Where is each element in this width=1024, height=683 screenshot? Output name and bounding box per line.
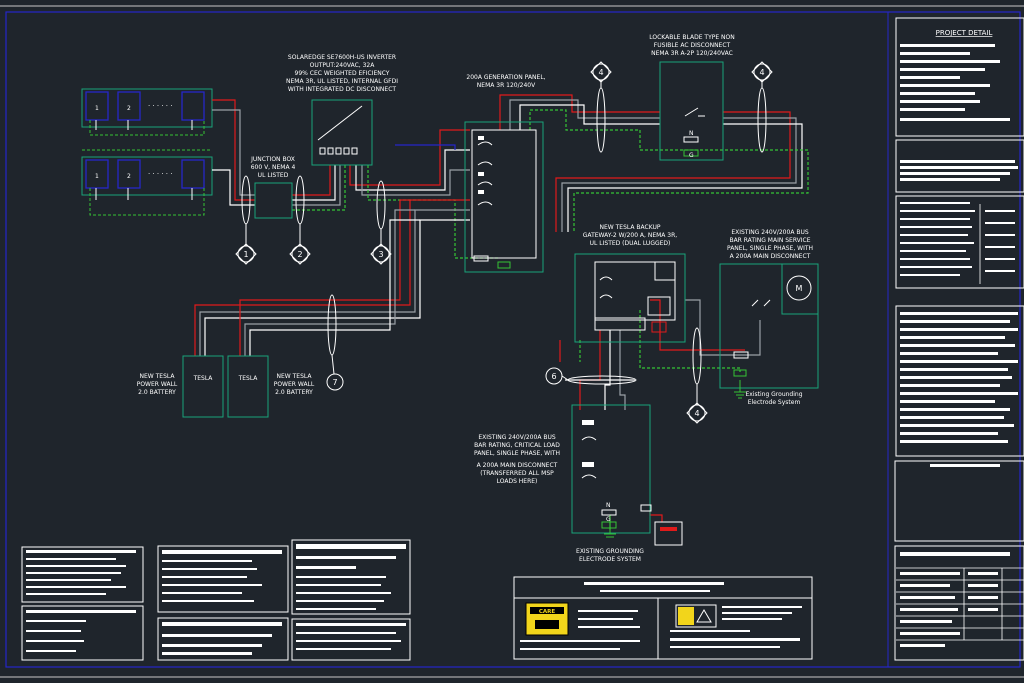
junction-box (254, 182, 293, 219)
critical-load-panel-label: A 200A MAIN DISCONNECT (477, 462, 558, 469)
critical-load-panel-label: EXISTING 240V/200A BUS (478, 434, 556, 441)
ac-disconnect (659, 61, 724, 161)
module-label: 1 (95, 173, 99, 180)
wire-tag: 1 (243, 250, 248, 259)
inverter-label: WITH INTEGRATED DC DISCONNECT (288, 86, 396, 93)
generation-panel-label: 200A GENERATION PANEL, (466, 74, 545, 81)
battery-right-label: POWER WALL (274, 381, 315, 388)
gateway-label: NEW TESLA BACKUP (600, 224, 661, 231)
battery-right-label: 2.0 BATTERY (275, 389, 313, 396)
notes-redacted-text (26, 544, 802, 655)
wire-tag: 3 (378, 250, 383, 259)
critical-load-panel-label: BAR RATING, CRITICAL LOAD (474, 442, 560, 449)
caution-label (525, 602, 569, 636)
meter-box (654, 521, 683, 546)
neutral-label: N (606, 502, 611, 509)
generation-panel-label: NEMA 3R 120/240V (477, 82, 536, 89)
main-service-panel-label: A 200A MAIN DISCONNECT (730, 253, 811, 260)
conduit-markers (241, 80, 767, 405)
main-service-panel-label: BAR RATING MAIN SERVICE (729, 237, 810, 244)
gateway-label: UL LISTED (DUAL LUGGED) (590, 240, 671, 247)
project-detail-heading: PROJECT DETAIL (936, 29, 993, 37)
inverter (311, 99, 373, 166)
module-label: 1 (95, 105, 99, 112)
ac-disconnect-label: LOCKABLE BLADE TYPE NON (649, 34, 735, 41)
tesla-gateway (574, 253, 686, 343)
junction-box-label: 600 V, NEMA 4 (251, 164, 296, 171)
wire-tag: 4 (694, 409, 699, 418)
ac-disconnect-label: FUSIBLE AC DISCONNECT (654, 42, 731, 49)
module-ellipsis: . . . . . . (148, 168, 172, 176)
ac-disconnect-label: NEMA 3R A-2P 120/240VAC (651, 50, 733, 57)
main-service-panel-label: EXISTING 240V/200A BUS (731, 229, 809, 236)
neutral-label: N (689, 130, 694, 137)
main-service-panel-label: PANEL, SINGLE PHASE, WITH (727, 245, 813, 252)
clp-ground-label: EXISTING GROUNDING (576, 548, 644, 555)
pv-array (81, 88, 213, 216)
critical-load-panel (571, 404, 651, 538)
batteries (182, 355, 269, 418)
inverter-label: NEMA 3R, UL LISTED, INTERNAL GFDI (286, 78, 398, 85)
inverter-label: 99% CEC WEIGHTED EFICIENCY (295, 70, 390, 77)
msp-ground-label: Existing Grounding (745, 391, 802, 398)
wire-tag: 4 (759, 68, 764, 77)
critical-load-panel-label: (TRANSFERRED ALL MSP (480, 470, 554, 477)
battery-right-label: NEW TESLA (277, 373, 313, 380)
junction-box-label: JUNCTION BOX (250, 156, 295, 163)
caution-label-text: CARE (539, 609, 556, 615)
clp-ground-label: ELECTRODE SYSTEM (579, 556, 641, 563)
inverter-label: OUTPUT:240VAC, 32A (310, 62, 376, 69)
ground-label: G (606, 516, 611, 523)
title-block (887, 12, 1024, 667)
msp-ground-label: Electrode System (748, 399, 801, 406)
ground-label: G (689, 152, 694, 159)
module-ellipsis: . . . . . . (148, 100, 172, 108)
battery-left-label: 2.0 BATTERY (138, 389, 176, 396)
critical-load-panel-label: PANEL, SINGLE PHASE, WITH (474, 450, 560, 457)
module-label: 2 (127, 173, 131, 180)
wire-tags (235, 61, 773, 424)
sheet-border (5, 11, 1021, 668)
generation-panel (464, 121, 544, 273)
battery-left-label: POWER WALL (137, 381, 178, 388)
wire-tag: 6 (551, 372, 556, 381)
notes-tables (21, 539, 813, 661)
battery-unit-label: TESLA (193, 375, 214, 382)
junction-box-label: UL LISTED (258, 172, 289, 179)
battery-unit-label: TESLA (238, 375, 259, 382)
title-block-redacted-text (900, 44, 1018, 647)
wire-tag: 2 (297, 250, 302, 259)
warning-label (675, 604, 717, 628)
module-label: 2 (127, 105, 131, 112)
wire-tag: 7 (332, 378, 337, 387)
motor-label: M (796, 284, 803, 293)
critical-load-panel-label: LOADS HERE) (497, 478, 538, 485)
wire-tag: 4 (598, 68, 603, 77)
main-service-panel (719, 263, 819, 399)
inverter-label: SOLAREDGE SE7600H-US INVERTER (288, 54, 396, 61)
battery-left-label: NEW TESLA (140, 373, 176, 380)
gateway-label: GATEWAY-2 W/200 A, NEMA 3R, (583, 232, 678, 239)
